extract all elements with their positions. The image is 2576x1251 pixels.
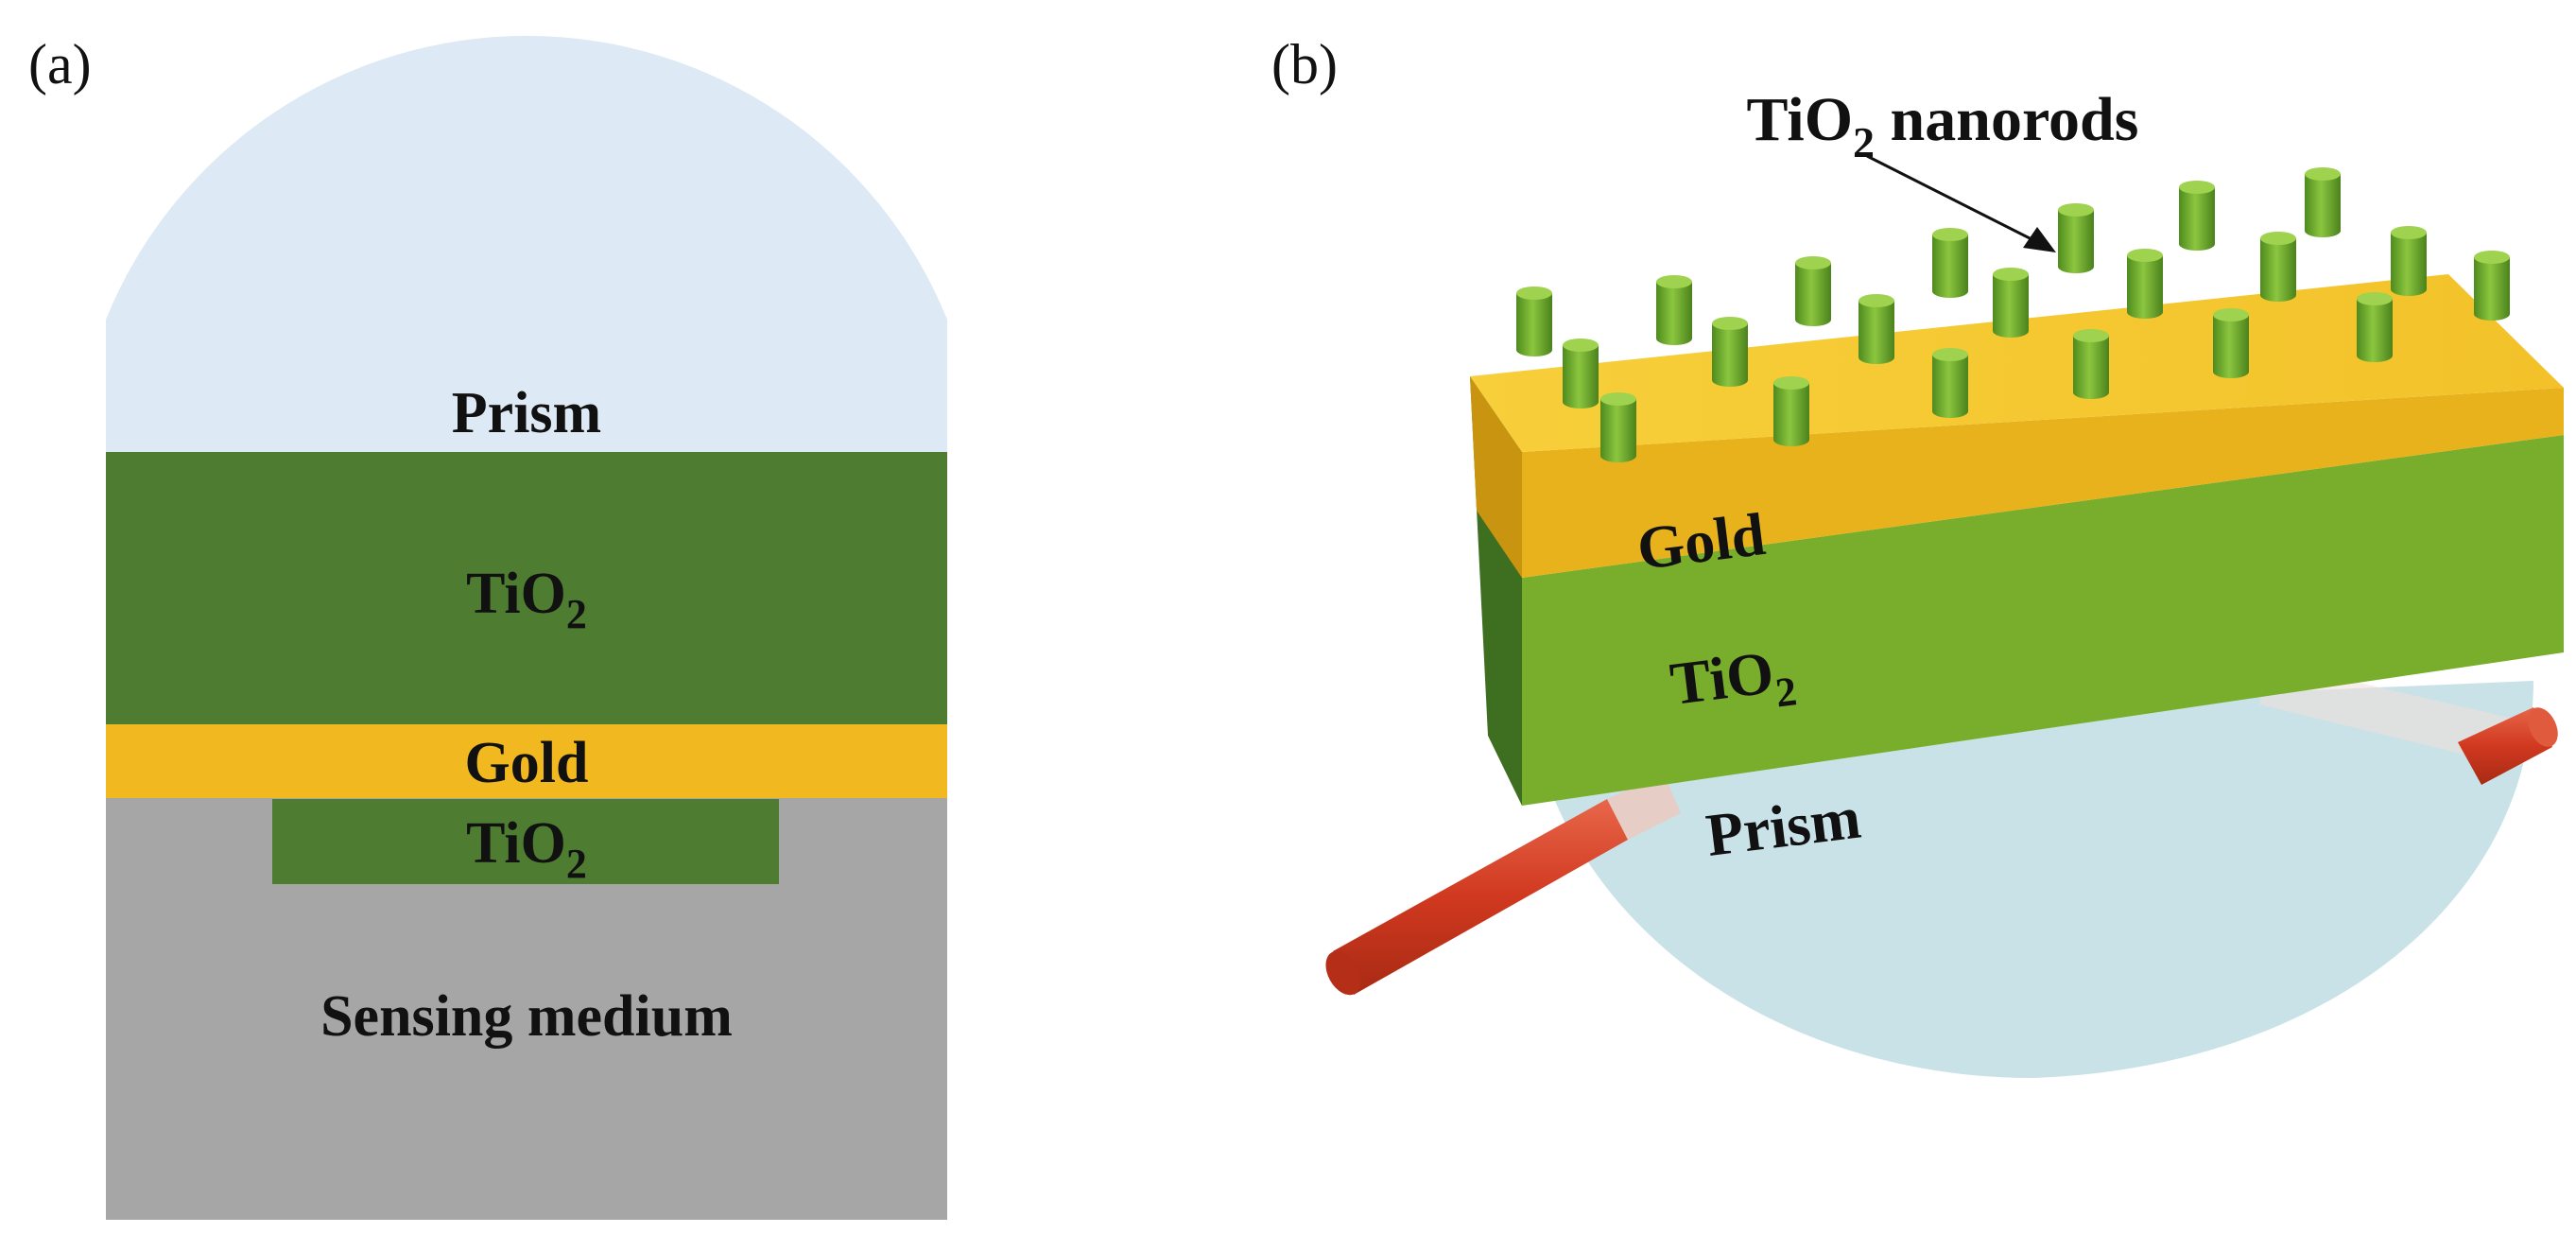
- nanorod: [2305, 167, 2341, 237]
- nanorod: [1859, 294, 1894, 364]
- nanorod: [2073, 329, 2109, 399]
- gold-layer: [106, 724, 947, 798]
- nanorod: [2260, 232, 2296, 302]
- tio2-bottom-layer: [272, 799, 779, 884]
- gold-block-front: [1522, 388, 2564, 578]
- nanorod: [1516, 287, 1552, 356]
- prism-shape: [1531, 681, 2533, 1078]
- tio2-bottom-label: TiO2: [466, 811, 587, 887]
- laser-beam-in: [1325, 773, 1681, 996]
- nanorod: [2179, 181, 2215, 251]
- nanorod: [2357, 292, 2393, 362]
- nanorod: [1712, 317, 1748, 387]
- nanorod: [1932, 348, 1968, 418]
- prism-layer: [106, 35, 947, 452]
- nanorod: [2213, 308, 2249, 378]
- nanorod: [2127, 249, 2163, 319]
- nanorod: [1795, 256, 1831, 326]
- tio2-top-label: TiO2: [466, 562, 587, 637]
- nanorod: [2058, 203, 2094, 273]
- tio2-block-front: [1522, 435, 2564, 806]
- gold-block-top: [1470, 274, 2564, 452]
- nanorods: [1516, 167, 2510, 462]
- nanorod: [2391, 226, 2427, 296]
- panel-b: (b) TiO2 nanorods Gold: [1271, 33, 2564, 1078]
- nanorod: [1932, 228, 1968, 298]
- panel-a: (a) Prism TiO2 Gold TiO2 Sensing medium: [28, 33, 947, 1220]
- nanorod: [1563, 339, 1599, 408]
- tio2-top-layer: [106, 452, 947, 724]
- prism-label: Prism: [452, 381, 601, 445]
- gold-left-side: [1470, 376, 1522, 578]
- nanorod: [1773, 376, 1809, 446]
- nanorods-label: TiO2 nanorods: [1747, 85, 2139, 166]
- nanorod: [2474, 251, 2510, 321]
- tio2-label-b: TiO2: [1667, 635, 1799, 728]
- gold-label: Gold: [465, 731, 589, 795]
- nanorod: [1993, 268, 2029, 338]
- gold-label-b: Gold: [1634, 500, 1769, 582]
- sensing-medium-label: Sensing medium: [320, 984, 733, 1049]
- panel-a-label: (a): [28, 33, 92, 96]
- nanorod: [1600, 392, 1636, 462]
- nanorods-arrow: [1866, 154, 2056, 252]
- panel-b-label: (b): [1271, 33, 1338, 96]
- nanorod: [1656, 275, 1692, 345]
